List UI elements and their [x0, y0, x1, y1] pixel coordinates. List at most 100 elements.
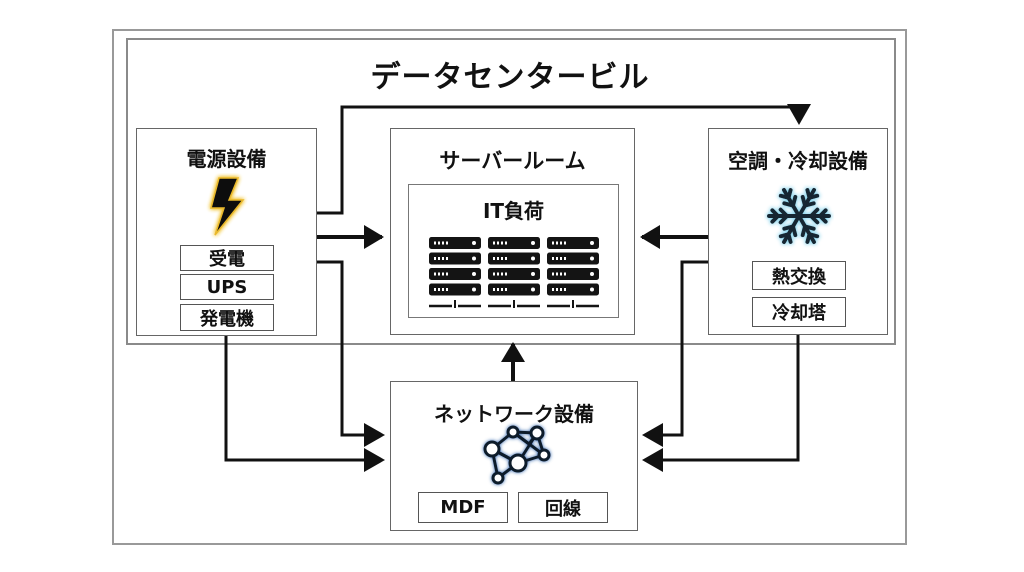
server-unit-led — [552, 241, 554, 245]
server-unit-led — [556, 288, 558, 291]
server-unit-led — [564, 241, 566, 245]
server-unit-led — [434, 257, 436, 260]
it-load-box: IT負荷 — [408, 184, 619, 318]
server-unit-led — [442, 257, 444, 260]
server-unit-led — [442, 272, 444, 276]
network-item-line: 回線 — [518, 492, 608, 523]
server-unit-power-led — [590, 241, 594, 245]
power-item-receiving: 受電 — [180, 245, 274, 271]
building-outer-frame — [112, 29, 907, 545]
server-unit-led — [560, 257, 562, 260]
network-node — [529, 425, 545, 441]
server-unit-power-led — [472, 241, 476, 245]
connector-cooling-network-2 — [642, 334, 800, 472]
server-unit-led — [501, 257, 503, 260]
server-unit — [429, 252, 481, 265]
server-room-box: サーバールーム IT負荷 — [390, 128, 635, 335]
server-unit-led — [497, 257, 499, 260]
server-unit — [429, 237, 481, 249]
server-unit-power-led — [531, 272, 535, 276]
server-unit-led — [497, 288, 499, 291]
server-unit-led — [497, 272, 499, 276]
snowflake-arm — [778, 214, 801, 244]
server-unit-led — [505, 288, 507, 291]
server-unit — [488, 252, 540, 265]
network-node — [483, 440, 501, 458]
lightning-bolt-icon — [210, 177, 245, 236]
server-unit — [488, 283, 540, 296]
server-unit-led — [560, 288, 562, 291]
snowflake-arm — [767, 207, 801, 225]
network-equipment-title: ネットワーク設備 — [434, 402, 594, 426]
it-load-title: IT負荷 — [482, 199, 545, 223]
server-rack — [547, 237, 599, 308]
server-unit-power-led — [531, 287, 535, 292]
server-unit-led — [556, 272, 558, 276]
server-unit-led — [493, 288, 495, 291]
server-unit-led — [438, 241, 440, 245]
server-unit-led — [560, 272, 562, 276]
server-unit-power-led — [472, 256, 476, 261]
power-item-ups: UPS — [180, 274, 274, 300]
server-unit-led — [501, 272, 503, 276]
connector-cooling-network-1 — [642, 260, 708, 447]
network-equipment-box: ネットワーク設備 MDF 回線 — [390, 381, 638, 531]
server-unit-led — [552, 257, 554, 260]
server-unit-led — [493, 241, 495, 245]
server-unit-led — [505, 257, 507, 260]
connector-power-cooling — [316, 104, 811, 215]
server-unit-led — [505, 241, 507, 245]
server-rack-icon — [429, 237, 599, 308]
server-unit-led — [501, 241, 503, 245]
server-unit-led — [446, 257, 448, 260]
server-unit-power-led — [472, 287, 476, 292]
server-unit-led — [438, 257, 440, 260]
cooling-equipment-title: 空調・冷却設備 — [728, 149, 868, 173]
server-unit — [547, 237, 599, 249]
server-unit-led — [556, 241, 558, 245]
server-room-title: サーバールーム — [439, 149, 586, 173]
server-rack — [429, 237, 481, 308]
power-equipment-box: 電源設備 受電 UPS 発電機 — [136, 128, 317, 336]
server-unit-led — [497, 241, 499, 245]
server-unit-led — [493, 257, 495, 260]
server-unit-power-led — [531, 256, 535, 261]
server-unit-power-led — [531, 241, 535, 245]
server-unit-led — [505, 272, 507, 276]
server-unit-led — [446, 272, 448, 276]
server-unit-led — [446, 241, 448, 245]
network-item-mdf: MDF — [418, 492, 508, 523]
cooling-equipment-box: 空調・冷却設備 熱交換 冷却塔 — [708, 128, 888, 335]
server-unit-led — [442, 288, 444, 291]
server-unit — [429, 268, 481, 280]
server-unit — [488, 268, 540, 280]
server-unit-led — [564, 257, 566, 260]
snowflake-arm — [797, 207, 831, 225]
server-unit-led — [552, 272, 554, 276]
snowflake-icon — [767, 188, 831, 244]
server-unit — [429, 283, 481, 296]
server-unit-led — [434, 288, 436, 291]
server-unit-led — [446, 288, 448, 291]
server-unit-led — [493, 272, 495, 276]
snowflake-arm — [797, 214, 820, 244]
server-unit — [547, 252, 599, 265]
server-unit-power-led — [472, 272, 476, 276]
network-node — [508, 453, 528, 473]
server-unit-led — [501, 288, 503, 291]
power-item-generator: 発電機 — [180, 304, 274, 331]
network-node — [491, 471, 505, 485]
server-unit-led — [434, 241, 436, 245]
network-graph-icon — [483, 425, 551, 485]
connector-power-network-1 — [316, 260, 385, 447]
cooling-item-heat-exchange: 熱交換 — [752, 261, 846, 290]
server-unit-power-led — [590, 256, 594, 261]
network-node — [537, 448, 551, 462]
server-unit-power-led — [590, 287, 594, 292]
power-equipment-title: 電源設備 — [186, 147, 267, 171]
server-unit-led — [556, 257, 558, 260]
server-unit — [488, 237, 540, 249]
server-unit-led — [442, 241, 444, 245]
server-unit — [547, 268, 599, 280]
